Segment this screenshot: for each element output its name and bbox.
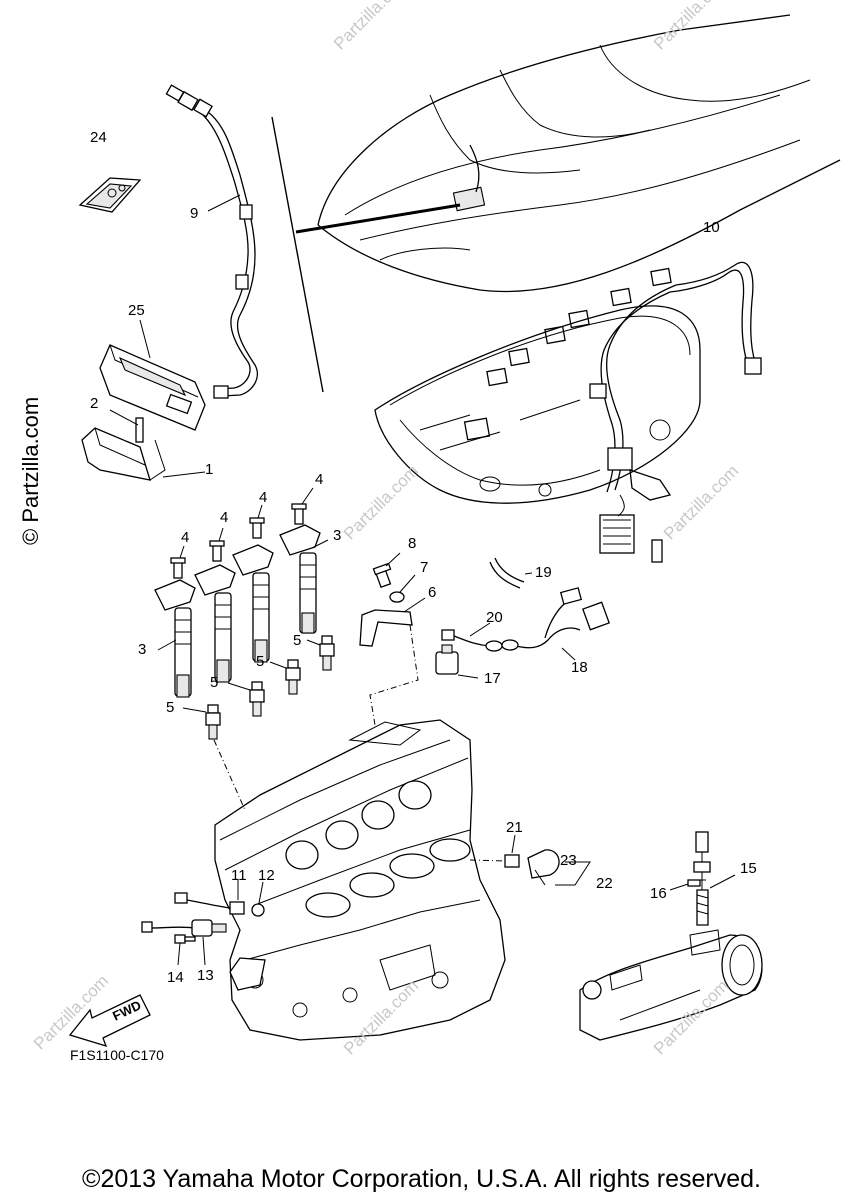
callout-25[interactable]: 25 — [128, 302, 145, 319]
callout-5-d[interactable]: 5 — [293, 632, 302, 649]
callout-3-a[interactable]: 3 — [138, 641, 147, 658]
engine-top-cover — [374, 305, 701, 504]
callout-17[interactable]: 17 — [484, 670, 501, 687]
callout-1[interactable]: 1 — [205, 461, 214, 478]
part-25-ecu — [99, 319, 206, 431]
forward-arrow-icon — [68, 994, 151, 1048]
callout-18[interactable]: 18 — [571, 659, 588, 676]
part-14-bolt — [174, 934, 196, 966]
part-6-bracket — [359, 597, 426, 726]
callout-5-a[interactable]: 5 — [166, 699, 175, 716]
engine-block — [214, 719, 506, 1041]
callout-20[interactable]: 20 — [486, 609, 503, 626]
part-1-bracket — [81, 427, 206, 481]
part-7-washer — [389, 574, 416, 603]
part-8-bolt — [372, 552, 401, 589]
callout-4-b[interactable]: 4 — [220, 509, 229, 526]
callout-4-a[interactable]: 4 — [181, 529, 190, 546]
part-23-sensor-body — [527, 849, 591, 886]
part-10-wire-harness — [463, 261, 762, 563]
callout-6[interactable]: 6 — [428, 584, 437, 601]
callout-13[interactable]: 13 — [197, 967, 214, 984]
callout-5-c[interactable]: 5 — [256, 653, 265, 670]
callout-15[interactable]: 15 — [740, 860, 757, 877]
callout-12[interactable]: 12 — [258, 867, 275, 884]
callout-3-b[interactable]: 3 — [333, 527, 342, 544]
divider-line — [271, 116, 324, 393]
brand-watermark: © Partzilla.com — [18, 396, 43, 545]
callout-2[interactable]: 2 — [90, 395, 99, 412]
callout-19[interactable]: 19 — [535, 564, 552, 581]
part-17-cam-sensor — [435, 644, 479, 679]
callout-23[interactable]: 23 — [560, 852, 577, 869]
callout-9[interactable]: 9 — [190, 205, 199, 222]
part-20-sensor-lead — [441, 622, 503, 652]
part-4-bolts — [170, 487, 314, 579]
callout-11[interactable]: 11 — [231, 867, 247, 884]
part-16-screw — [669, 879, 701, 891]
callout-4-d[interactable]: 4 — [315, 471, 324, 488]
callout-22[interactable]: 22 — [596, 875, 613, 892]
callout-5-b[interactable]: 5 — [210, 674, 219, 691]
watercraft-hull — [295, 14, 841, 293]
part-19-clamp — [489, 557, 533, 589]
callout-7[interactable]: 7 — [420, 559, 429, 576]
part-2-bolt — [109, 409, 144, 443]
callout-21[interactable]: 21 — [506, 819, 523, 836]
part-11-knock-sensor — [174, 880, 245, 915]
part-5-spark-plugs — [182, 635, 335, 811]
callout-10[interactable]: 10 — [703, 219, 720, 236]
copyright-notice: ©2013 Yamaha Motor Corporation, U.S.A. A… — [82, 1165, 761, 1193]
part-24-key — [78, 177, 142, 213]
intake-tube — [579, 929, 763, 1041]
callout-4-c[interactable]: 4 — [259, 489, 268, 506]
callout-16[interactable]: 16 — [650, 885, 667, 902]
diagram-code: F1S1100-C170 — [70, 1047, 164, 1063]
part-12-gasket — [251, 881, 265, 917]
part-18-sensor-harness — [501, 587, 610, 661]
part-21-sensor — [469, 834, 520, 868]
part-9-sub-harness — [165, 84, 258, 399]
part-3-ignition-coils — [154, 524, 329, 698]
callout-24[interactable]: 24 — [90, 129, 107, 146]
part-13-sensor — [141, 919, 227, 966]
callout-8[interactable]: 8 — [408, 535, 417, 552]
callout-14[interactable]: 14 — [167, 969, 184, 986]
part-15-throttle-sensor — [693, 831, 736, 926]
